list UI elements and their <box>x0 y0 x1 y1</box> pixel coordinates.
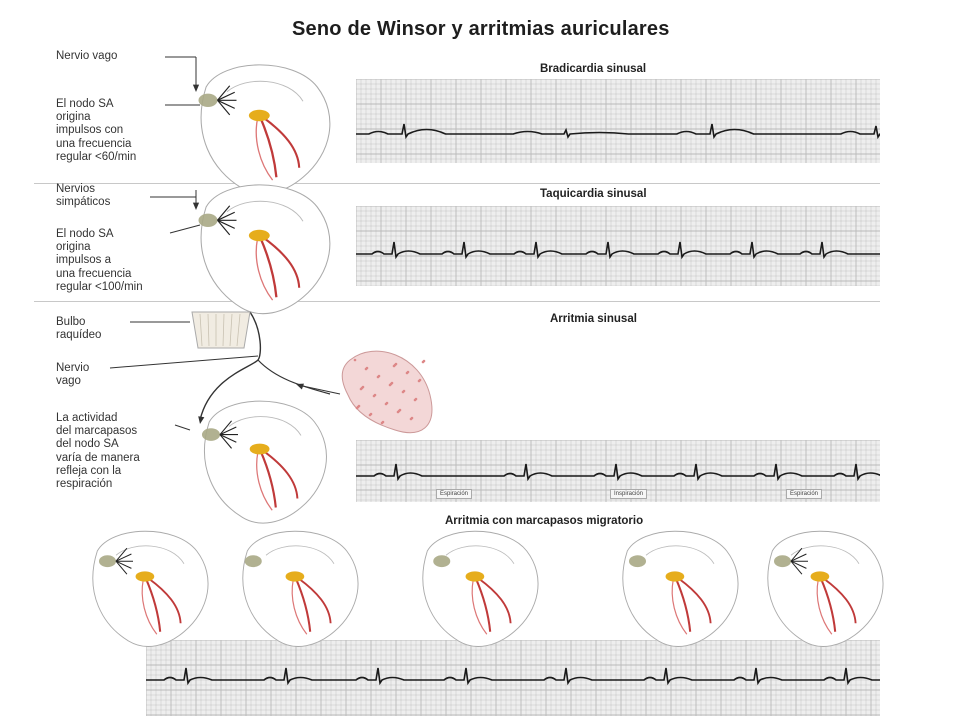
ecg-trace <box>146 667 880 686</box>
heart-drawing <box>422 530 539 647</box>
page-title: Seno de Winsor y arritmias auriculares <box>292 18 670 40</box>
taquicardia-ecg-strip <box>356 206 880 286</box>
leader-line <box>297 384 341 395</box>
migratorio-title: Arritmia con marcapasos migratorio <box>445 515 644 527</box>
bradicardia-title: Bradicardia sinusal <box>540 63 647 75</box>
arrowhead <box>192 202 200 210</box>
taquicardia-title: Taquicardia sinusal <box>540 188 647 200</box>
ecg-grid <box>356 79 880 163</box>
ecg-grid <box>356 206 880 286</box>
taquicardia-node-label: El nodo SA origina impulsos a una frecue… <box>56 228 143 293</box>
vagus-path <box>257 359 331 395</box>
arrowhead <box>296 383 304 390</box>
arritmia-nerve-label: Nervio vago <box>56 362 90 388</box>
heart-drawing <box>198 64 331 195</box>
arritmia-node-label: La actividad del marcapasos del nodo SA … <box>56 412 140 491</box>
heart-drawing <box>622 530 739 647</box>
heart-drawing <box>92 530 209 647</box>
taquicardia-nerve-label: Nervios simpáticos <box>56 183 111 209</box>
bulbo-label: Bulbo raquídeo <box>56 316 102 342</box>
ecg-trace <box>356 463 880 482</box>
ecg-grid <box>356 440 880 502</box>
migratorio-ecg-strip <box>146 640 880 716</box>
respiration-tag: Inspiración <box>610 489 648 499</box>
bradicardia-node-label: El nodo SA origina impulsos con una frec… <box>56 98 137 163</box>
leader-line <box>109 355 259 369</box>
ecg-trace <box>356 123 880 140</box>
leader-line <box>174 424 191 431</box>
bradicardia-ecg-strip <box>356 79 880 163</box>
bulbo-drawing <box>191 311 251 349</box>
heart-drawing <box>242 530 359 647</box>
respiration-tag: Espiración <box>786 489 823 499</box>
bradicardia-nerve-label: Nervio vago <box>56 50 118 62</box>
arrowhead <box>198 416 205 424</box>
section-divider <box>34 301 880 302</box>
heart-drawing <box>198 184 331 315</box>
arrowhead <box>192 84 200 92</box>
heart-drawing <box>202 400 327 524</box>
respiration-tag: Espiración <box>436 489 473 499</box>
ecg-trace <box>356 241 880 260</box>
section-divider <box>34 183 880 184</box>
ecg-grid <box>146 640 880 716</box>
vagus-path <box>199 311 262 421</box>
heart-drawing <box>767 530 884 647</box>
lung-drawing <box>341 350 433 434</box>
leader-line <box>169 224 201 234</box>
arritmia-title: Arritmia sinusal <box>550 313 637 325</box>
